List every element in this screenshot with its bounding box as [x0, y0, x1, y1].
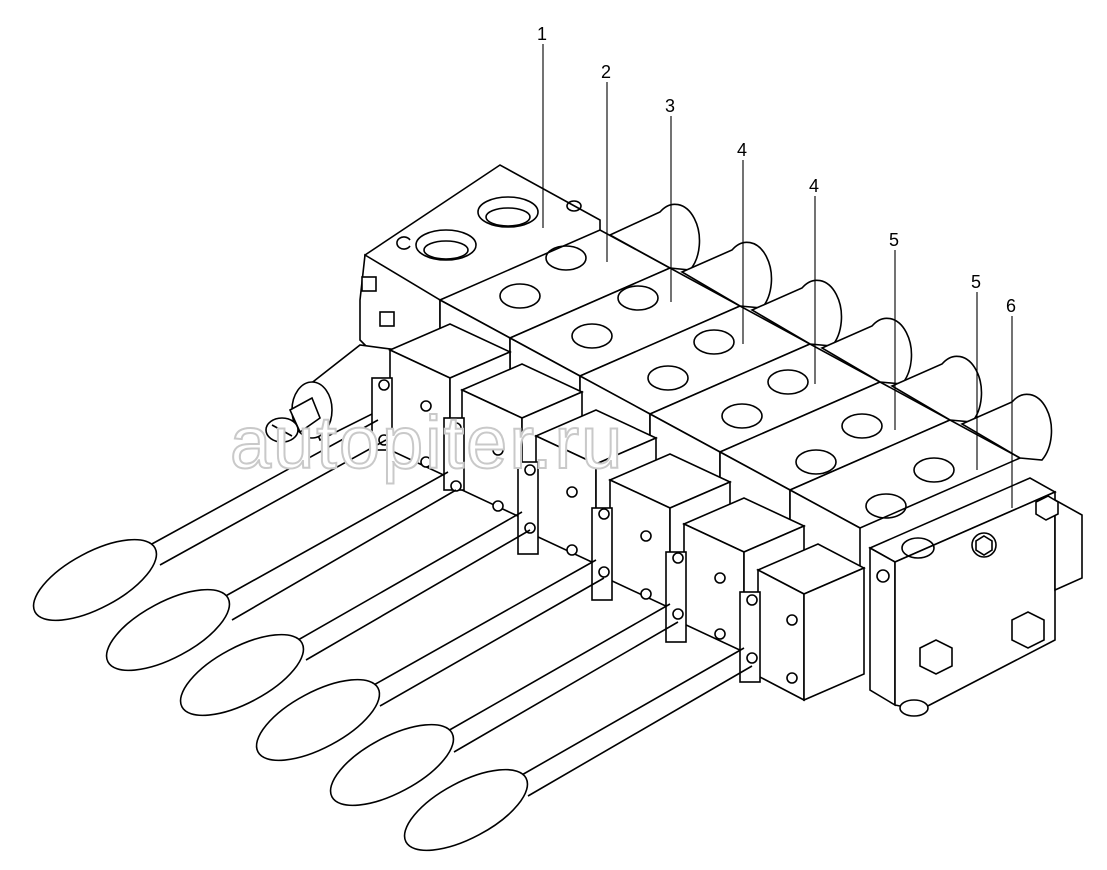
inlet-section	[359, 164, 601, 361]
lever-3	[179, 511, 531, 717]
callout-labels: 1 2 3 4 4 5 5 6	[537, 24, 1016, 316]
callout-5b: 5	[971, 272, 981, 292]
callout-2: 2	[601, 62, 611, 82]
callout-3: 3	[665, 96, 675, 116]
control-cap-6	[739, 543, 866, 702]
callout-4b: 4	[809, 176, 819, 196]
callout-leaders	[542, 44, 1013, 508]
lever-2	[105, 471, 457, 672]
relief-valve	[265, 344, 401, 443]
watermark-text: autopiter.ru	[230, 401, 624, 484]
lever-5	[329, 603, 679, 807]
lever-1	[32, 419, 387, 622]
callout-1: 1	[537, 24, 547, 44]
callout-4a: 4	[737, 140, 747, 160]
callout-5a: 5	[889, 230, 899, 250]
callout-6: 6	[1006, 296, 1016, 316]
end-cover-section	[868, 477, 1083, 717]
lever-6	[403, 647, 753, 852]
lever-4	[255, 559, 605, 762]
